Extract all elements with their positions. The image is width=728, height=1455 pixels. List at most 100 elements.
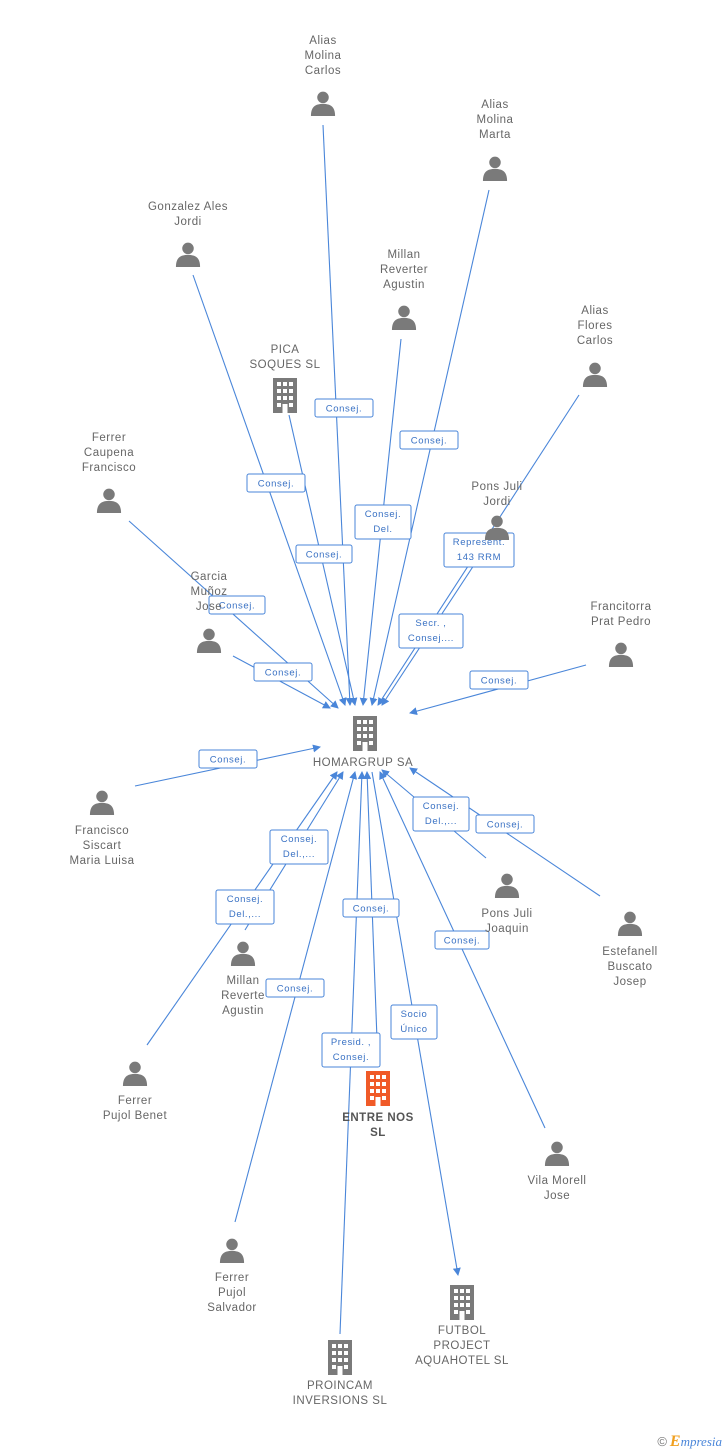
edge-label-text: Consej.: [411, 436, 447, 447]
node-label: HOMARGRUP SA: [313, 757, 413, 769]
edge-label-estefanell[interactable]: Consej.: [475, 814, 535, 834]
node-label: SOQUES SL: [250, 359, 321, 371]
person-icon: [230, 941, 256, 966]
edge-label-box: [412, 796, 470, 832]
edge-label-text: Consej.: [365, 509, 401, 520]
person-icon: [196, 628, 222, 653]
edge-label-box: [434, 930, 490, 950]
brand-initial: E: [669, 1433, 681, 1450]
person-icon: [219, 1238, 245, 1263]
node-label: Caupena: [84, 447, 134, 459]
person-icon: [544, 1141, 570, 1166]
edge-label-alias_molina_carlos[interactable]: Consej.: [314, 398, 374, 418]
edge-label-box: [215, 889, 275, 925]
edge-label-text: Secr. ,: [415, 618, 446, 629]
node-label: Millan: [387, 249, 420, 261]
edge-label-ferrer_pujol_benet[interactable]: Consej. Del.,...: [215, 889, 275, 925]
edge-label-alias_flores[interactable]: Represent.143 RRM: [443, 532, 515, 568]
person-icon: [391, 305, 417, 330]
edge-label-text: Consej.: [277, 984, 313, 995]
edge-label-text: Consej.: [219, 601, 255, 612]
edge-label-text: Consej.: [258, 479, 294, 490]
edge-label-text: Consej.: [487, 820, 523, 831]
edge-label-alias_molina_marta[interactable]: Consej.: [399, 430, 459, 450]
edge-label-box: [475, 814, 535, 834]
edge-label-gonzalez_ales[interactable]: Consej.: [246, 473, 306, 493]
edge-label-box: [253, 662, 313, 682]
edge-label-entre_nos[interactable]: Consej.: [342, 898, 400, 918]
edge-label-box: [342, 898, 400, 918]
edge-label-francitorra[interactable]: Consej.: [469, 670, 529, 690]
node-label: Jordi: [483, 496, 510, 508]
edge-label-text: 143 RRM: [457, 552, 501, 563]
node-label: Agustin: [383, 279, 425, 291]
edge-label-box: [399, 430, 459, 450]
person-icon: [310, 91, 336, 116]
edge-label-vila_morell[interactable]: Consej.: [434, 930, 490, 950]
node-label: AQUAHOTEL SL: [415, 1355, 509, 1367]
node-label: Siscart: [83, 840, 122, 852]
node-label: Gonzalez Ales: [148, 201, 228, 213]
edge-label-pons_juli_jordi[interactable]: Secr. ,Consej....: [398, 613, 464, 649]
node-label: Alias: [481, 99, 508, 111]
edge-label-garcia_munoz[interactable]: Consej.: [253, 662, 313, 682]
edge-label-pica_soques[interactable]: Consej.: [295, 544, 353, 564]
building-icon: [366, 1071, 390, 1106]
edge-label-pons_juli_joaquin[interactable]: Consej.Del.,...: [412, 796, 470, 832]
person-icon: [484, 515, 510, 540]
edge-label-box: [469, 670, 529, 690]
person-icon: [175, 242, 201, 267]
node-homargrup[interactable]: HOMARGRUP SA: [313, 716, 413, 769]
node-label: Molina: [305, 50, 342, 62]
edge-label-text: Del.,...: [425, 816, 457, 827]
edge-label-text: Del.,...: [229, 909, 261, 920]
node-label: FUTBOL: [438, 1325, 486, 1337]
node-label: Ferrer: [215, 1272, 249, 1284]
edge-label-millan_reverter_top[interactable]: Consej. Del.: [354, 504, 412, 540]
edge-label-box: [198, 749, 258, 769]
edge-label-millan_reverte[interactable]: Consej.Del.,...: [269, 829, 329, 865]
edge-label-text: Del.: [373, 524, 392, 535]
edge-label-text: Consej.: [227, 894, 263, 905]
edge-label-text: Presid. ,: [331, 1037, 371, 1048]
person-icon: [582, 362, 608, 387]
edge-garcia_munoz-to-homargrup: [232, 655, 331, 709]
edge-label-ferrer_caupena[interactable]: Consej.: [208, 595, 266, 615]
edge-label-text: Consej.: [481, 676, 517, 687]
edge-label-ferrer_pujol_salvador[interactable]: Consej.: [265, 978, 325, 998]
node-label: PROINCAM: [307, 1380, 373, 1392]
node-label: Marta: [479, 129, 511, 141]
edge-label-francisco_siscart[interactable]: Consej.: [198, 749, 258, 769]
edge-label-text: Consej.: [353, 904, 389, 915]
person-icon: [608, 642, 634, 667]
edge-label-text: Consej.: [444, 936, 480, 947]
person-icon: [494, 873, 520, 898]
edge-entre_nos-to-homargrup: [363, 771, 379, 1067]
edge-label-proincam[interactable]: Presid. ,Consej.: [321, 1032, 381, 1068]
edge-label-box: [390, 1004, 438, 1040]
watermark: ©Empresia: [657, 1433, 722, 1451]
copyright-symbol: ©: [657, 1434, 667, 1449]
